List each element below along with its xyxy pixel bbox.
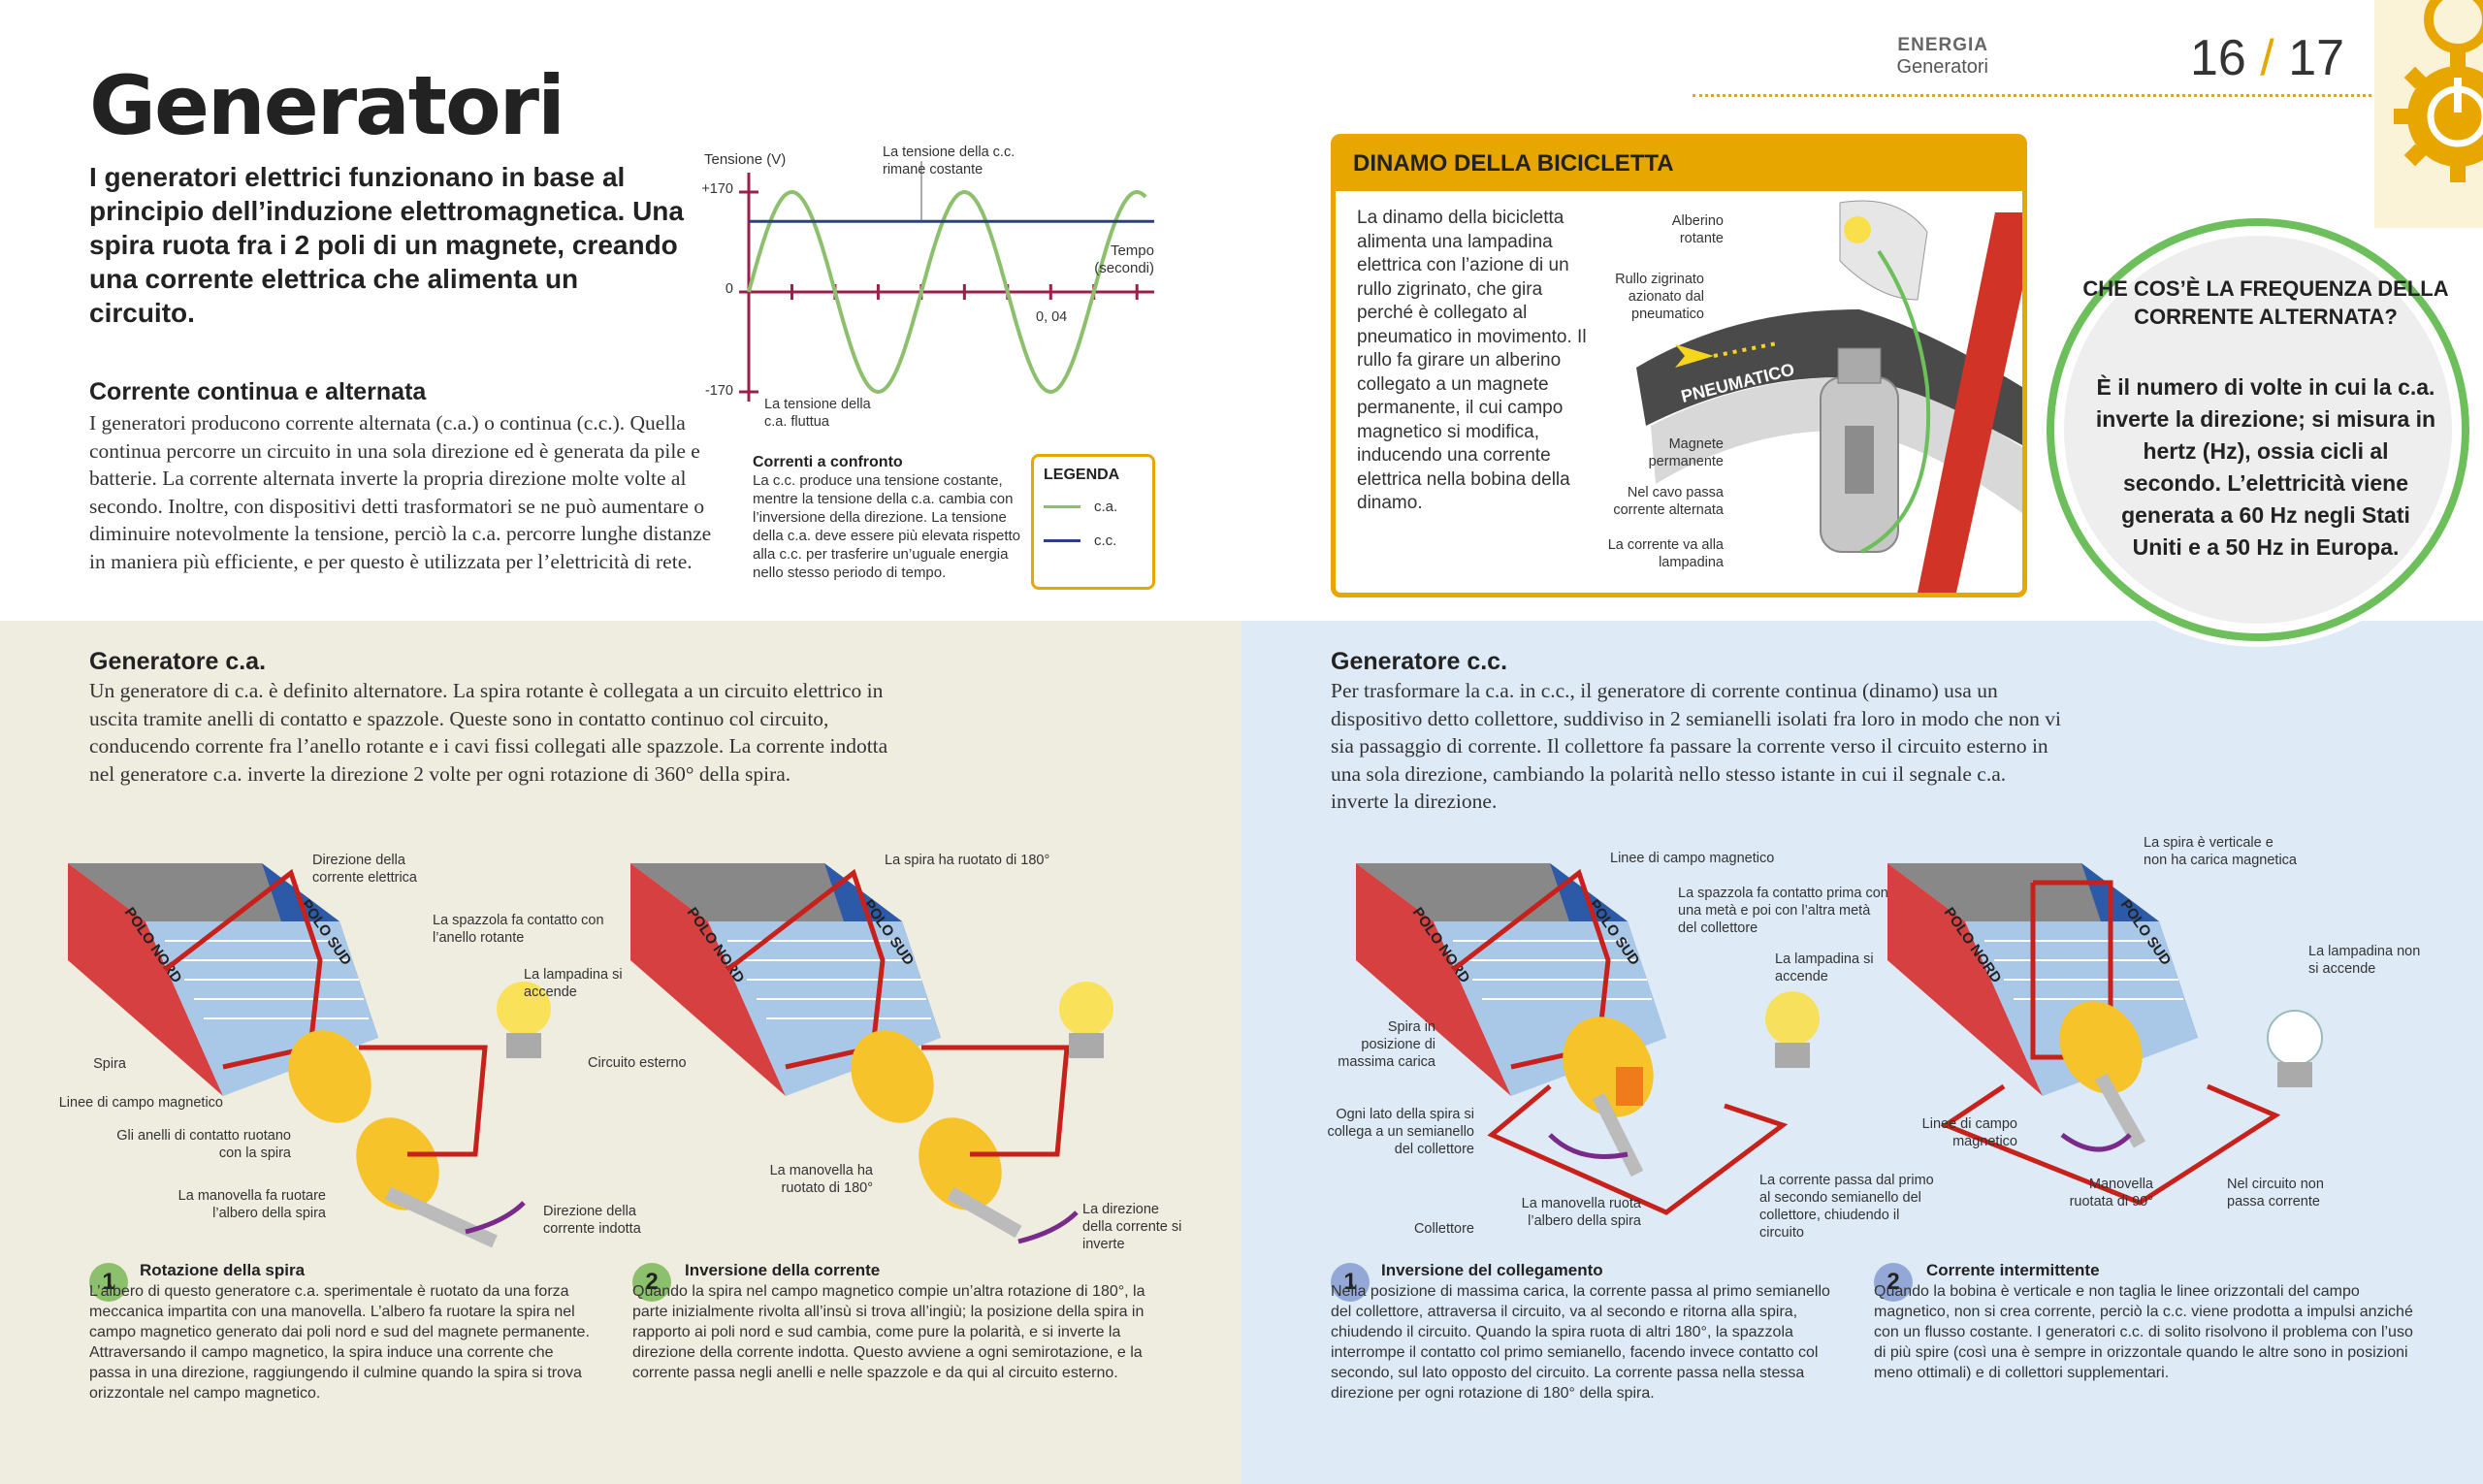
legend-label-cc: c.c. (1094, 532, 1117, 549)
ca-step1-badge: 1 (89, 1263, 128, 1302)
ca-label-manovella180: La manovella ha ruotato di 180° (769, 1163, 873, 1196)
page-separator: / (2260, 30, 2274, 86)
dc-generator-diagram-2: POLO NORD POLO SUD (1887, 863, 2323, 1206)
cc-step1-title: Inversione del collegamento (1381, 1261, 1603, 1279)
dc-generator-diagram-1: POLO NORD POLO SUD (1356, 863, 1820, 1215)
ca-label-anelli: Gli anelli di contatto ruotano con la sp… (116, 1128, 291, 1161)
legend-item-ca: c.a. (1044, 498, 1143, 516)
confronto-box: Correnti a confronto La c.c. produce una… (753, 454, 1024, 582)
ca-step2-text: Quando la spira nel campo magnetico comp… (632, 1283, 1145, 1381)
cc-label-linee2: Linee di campo magnetico (1921, 1116, 2017, 1149)
ca-heading: Generatore c.a. (89, 648, 267, 675)
series-line-ca (747, 189, 1147, 395)
frequency-callout-inner: CHE COS’È LA FREQUENZA DELLA CORRENTE AL… (2064, 236, 2452, 624)
ca-label-manovella: La manovella fa ruotare l’albero della s… (177, 1188, 326, 1221)
dinamo-box: DINAMO DELLA BICICLETTA La dinamo della … (1331, 134, 2027, 597)
ca-label-lampadina: La lampadina si accende (524, 967, 623, 1000)
chart-ytick-bottom: -170 (704, 383, 733, 399)
ca-label-indotta: Direzione della corrente indotta (543, 1204, 641, 1237)
page-title: Generatori (89, 58, 565, 153)
cc-label-verticale: La spira è verticale e non ha carica mag… (2144, 835, 2297, 868)
chart-ytick-top: +170 (701, 181, 733, 197)
chart-ytick-zero: 0 (725, 281, 733, 297)
cc-step2-title: Corrente intermittente (1926, 1261, 2100, 1279)
ca-label-spira: Spira (93, 1056, 126, 1072)
label-lampadina: La corrente va alla lampadina (1607, 537, 1724, 570)
ca-text: Un generatore di c.a. è definito alterna… (89, 679, 888, 786)
ca-label-ruotato: La spira ha ruotato di 180° (885, 853, 1050, 868)
ac-generator-diagram-2: POLO NORD POLO SUD (630, 863, 1113, 1244)
confronto-text: La c.c. produce una tensione costante, m… (753, 472, 1020, 581)
legend-swatch-cc (1044, 539, 1080, 542)
chart-annotation-cc: La tensione della c.c. rimane costante (883, 145, 1016, 177)
voltage-chart (739, 161, 1154, 402)
frequency-question: CHE COS’È LA FREQUENZA DELLA CORRENTE AL… (2082, 276, 2449, 329)
cc-label-collettore: Collettore (1413, 1221, 1474, 1237)
chart-xtick: 0, 04 (1036, 309, 1068, 325)
bicycle-dynamo-illustration: PNEUMATICO (1636, 200, 2022, 593)
ca-step2-title: Inversione della corrente (685, 1261, 881, 1279)
confronto-title: Correnti a confronto (753, 454, 903, 470)
frequency-callout: CHE COS’È LA FREQUENZA DELLA CORRENTE AL… (2047, 218, 2469, 641)
cc-step1-badge: 1 (1331, 1263, 1370, 1302)
label-magnete: Magnete permanente (1648, 436, 1724, 469)
legend-item-cc: c.c. (1044, 532, 1143, 550)
page-right: 17 (2288, 30, 2345, 86)
section-nav: ENERGIA Generatori (1897, 35, 1989, 79)
page-left: 16 (2190, 30, 2246, 86)
ca-step1-text: L’albero di questo generatore c.a. speri… (89, 1283, 590, 1402)
dinamo-text: La dinamo della bicicletta alimenta una … (1357, 208, 1587, 513)
frequency-answer: È il numero di volte in cui la c.a. inve… (2095, 374, 2436, 560)
label-cavo: Nel cavo passa corrente alternata (1613, 485, 1724, 518)
cc-label-lampadina: La lampadina si accende (1775, 952, 1874, 984)
ca-label-circuito: Circuito esterno (588, 1055, 687, 1071)
cc-label-passa: La corrente passa dal primo al secondo s… (1759, 1173, 1934, 1241)
chart-ylabel: Tensione (V) (704, 151, 787, 168)
label-alberino: Alberino rotante (1671, 213, 1724, 246)
dinamo-heading: DINAMO DELLA BICICLETTA (1336, 139, 2022, 191)
ca-label-direzione: Direzione della corrente elettrica (312, 853, 417, 886)
section-label: ENERGIA (1897, 35, 1988, 55)
cc-heading: Generatore c.c. (1331, 648, 1508, 675)
ca-step1-title: Rotazione della spira (140, 1261, 306, 1279)
legend-title: LEGENDA (1044, 467, 1120, 483)
subsection-label: Generatori (1896, 56, 1989, 78)
cc-label-manovella90: Manovella ruotata di 90° (2069, 1177, 2153, 1210)
intro-text: I generatori elettrici funzionano in bas… (89, 162, 684, 328)
cc-step1-text: Nella posizione di massima carica, la co… (1331, 1283, 1830, 1402)
ca-label-spazzola: La spazzola fa contatto con l’anello rot… (433, 913, 604, 946)
cc-label-linee: Linee di campo magnetico (1610, 851, 1775, 866)
cc-text: Per trasformare la c.a. in c.c., il gene… (1331, 679, 2061, 813)
label-rullo: Rullo zigrinato azionato dal pneumatico (1615, 272, 1704, 322)
cc-label-manovella: La manovella ruota l’albero della spira (1521, 1196, 1641, 1229)
corrente-text: I generatori producono corrente alternat… (89, 411, 712, 573)
header-dotted-rule (1693, 94, 2371, 97)
cc-step2-badge: 2 (1874, 1263, 1913, 1302)
legend: LEGENDA c.a. c.c. (1031, 454, 1155, 590)
cc-label-non-accende: La lampadina non si accende (2308, 944, 2421, 977)
ca-step2-badge: 2 (632, 1263, 671, 1302)
page-numbers: 16 / 17 (2190, 29, 2344, 87)
legend-swatch-ca (1044, 505, 1080, 508)
cc-step2-text: Quando la bobina è verticale e non tagli… (1874, 1283, 2413, 1381)
cc-label-non-passa: Nel circuito non passa corrente (2227, 1177, 2324, 1210)
cc-label-spira-pos: Spira in posizione di massima carica (1338, 1019, 1435, 1070)
legend-label-ca: c.a. (1094, 499, 1118, 515)
chart-annotation-ca: La tensione della c.a. fluttua (764, 397, 871, 430)
ca-label-inverte: La direzione della corrente si inverte (1082, 1202, 1182, 1252)
corrente-heading: Corrente continua e alternata (89, 378, 427, 405)
corner-tab (2374, 0, 2483, 228)
ca-label-linee: Linee di campo magnetico (58, 1095, 223, 1111)
cc-label-ogni-lato: Ogni lato della spira si collega a un se… (1327, 1107, 1474, 1157)
ac-generator-diagram-1: POLO NORD POLO SUD (68, 863, 551, 1248)
chart-xlabel: Tempo (secondi) (1094, 242, 1154, 276)
cc-label-spazzola: La spazzola fa contatto prima con una me… (1678, 886, 1888, 936)
power-gear-icon (2394, 0, 2483, 182)
